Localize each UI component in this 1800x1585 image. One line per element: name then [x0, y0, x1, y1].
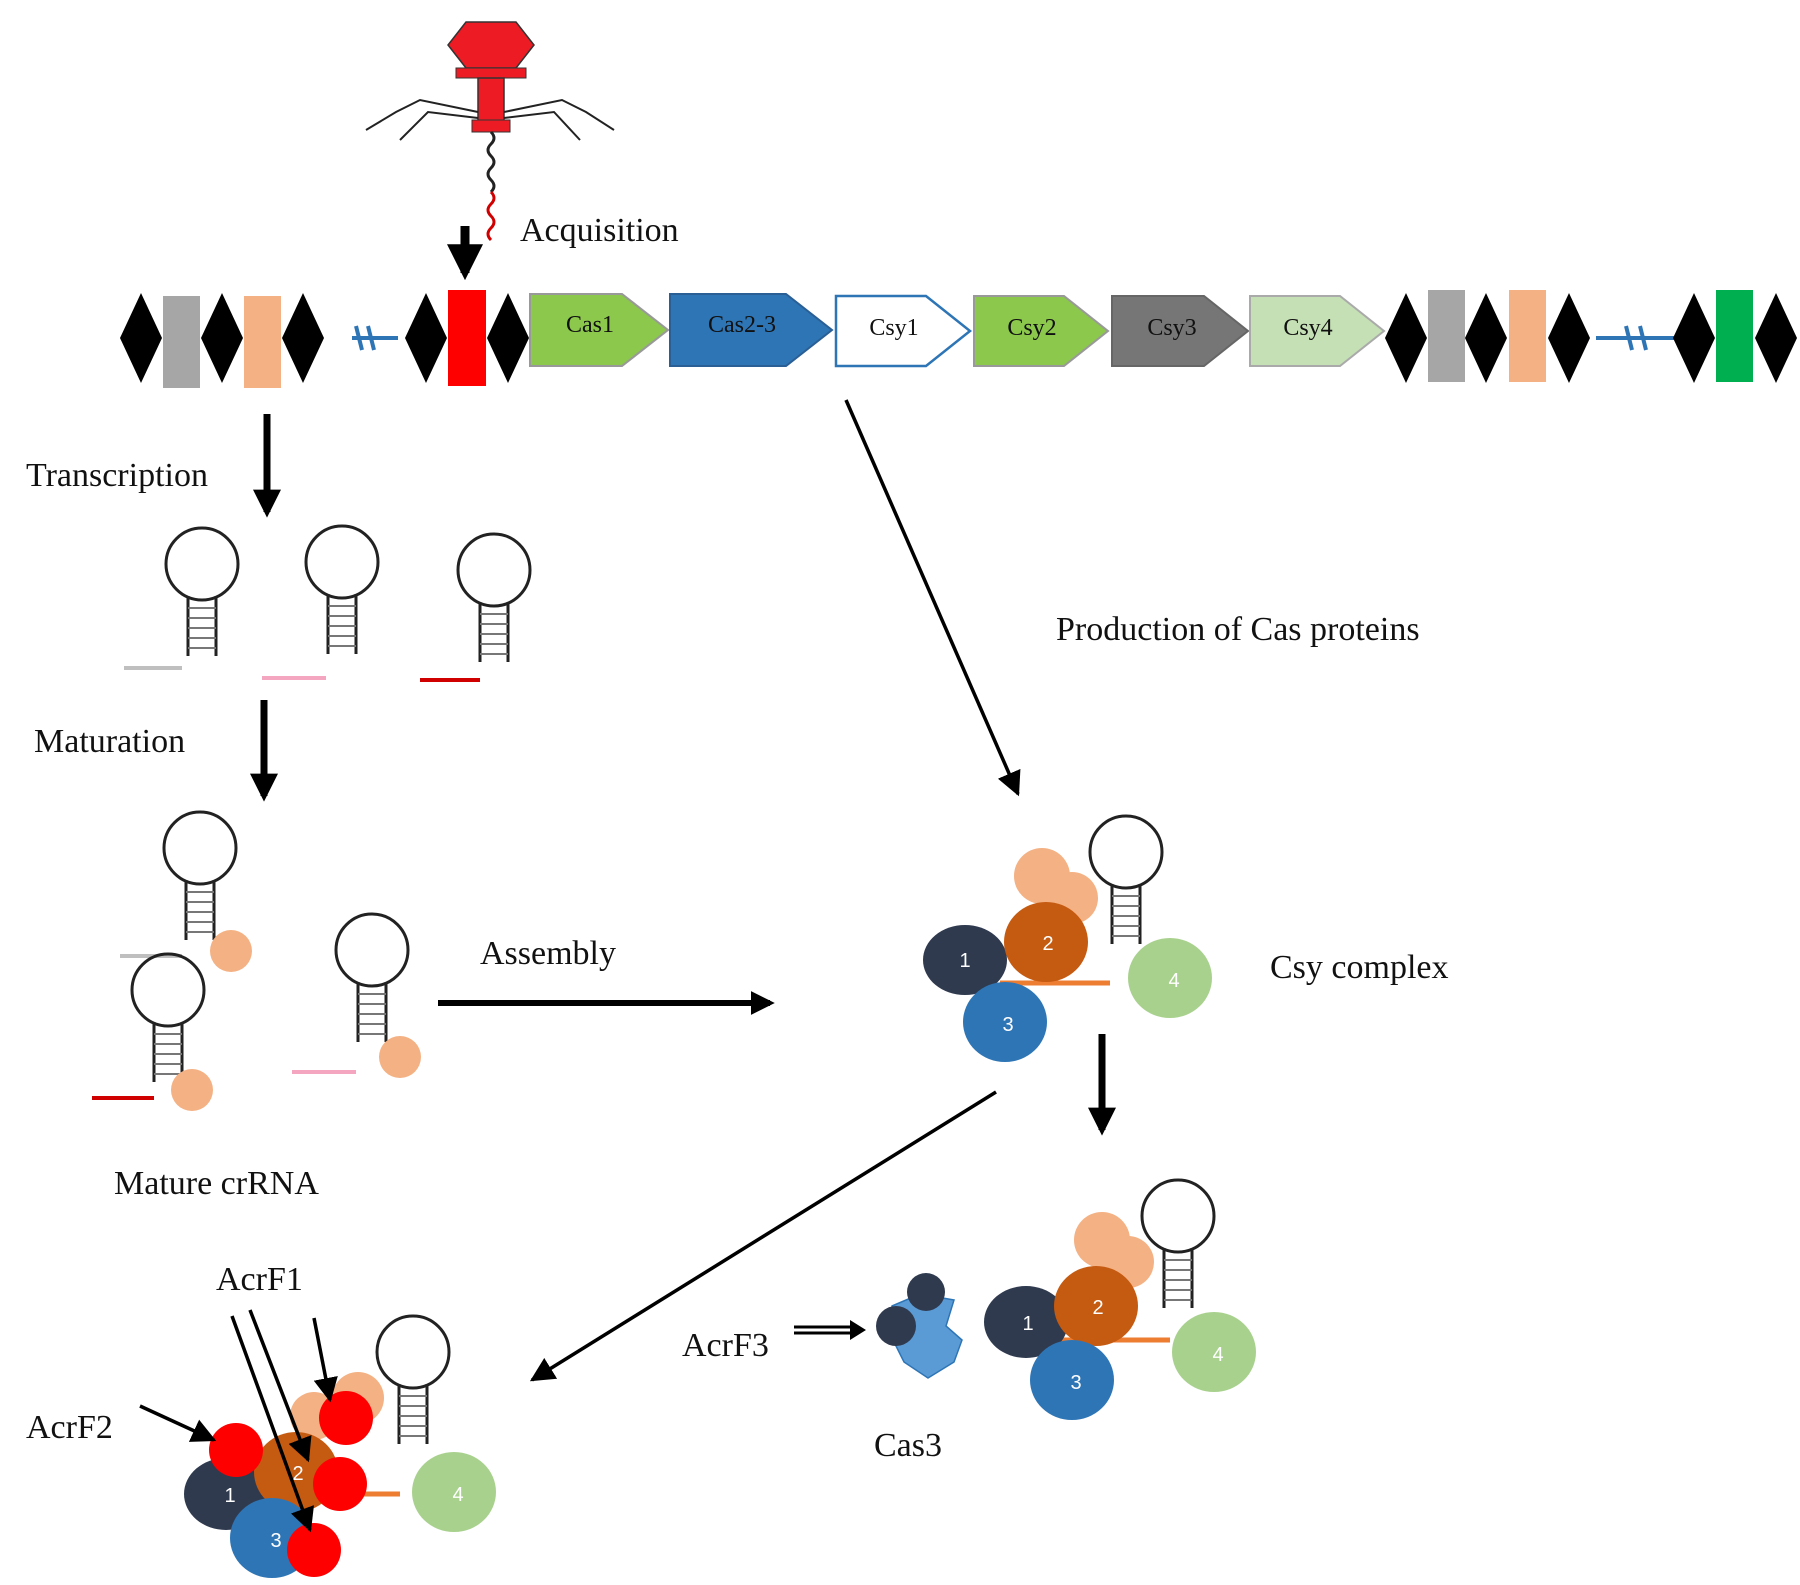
acquisition-label: Acquisition: [520, 212, 679, 249]
svg-text:2: 2: [292, 1463, 303, 1485]
gene-cas1: Cas1: [529, 293, 670, 367]
acrf1-protein: [319, 1391, 373, 1445]
repeat-diamond: [282, 293, 324, 383]
csy-complex-label: Csy complex: [1270, 949, 1448, 986]
repeat-diamond: [120, 293, 162, 383]
spacer-peach: [244, 296, 281, 388]
mature-crrna-red: [92, 952, 213, 1111]
assembly-label: Assembly: [480, 935, 616, 972]
csy-complex: 1 2 3 4: [923, 814, 1212, 1062]
repeat-diamond: [405, 293, 447, 383]
acrf2-protein: [209, 1423, 263, 1477]
svg-text:4: 4: [1212, 1344, 1223, 1366]
spacer-peach: [1509, 290, 1546, 382]
acrf1-label: AcrF1: [216, 1261, 303, 1298]
inhibited-csy-complex: 1 2 3 4: [184, 1314, 496, 1578]
acrf2-label: AcrF2: [26, 1409, 113, 1446]
svg-text:1: 1: [959, 950, 970, 972]
acrf2-arrow: [139, 1404, 217, 1442]
acrf1-arrow: [312, 1317, 338, 1403]
crispr-locus: Cas1 Cas2-3 Csy1 Csy2 Csy3 Csy4: [120, 290, 1797, 388]
mature-crrna-label: Mature crRNA: [114, 1165, 319, 1202]
svg-text:Csy3: Csy3: [1147, 315, 1196, 341]
transcription-label: Transcription: [26, 457, 208, 494]
phage-icon: [365, 21, 615, 242]
svg-text:Csy2: Csy2: [1007, 315, 1056, 341]
pre-crrna-red: [420, 532, 532, 682]
svg-text:Csy4: Csy4: [1283, 315, 1332, 341]
csy-complex-cas3: 1 2 3 4: [984, 1178, 1256, 1420]
repeat-diamond: [1548, 293, 1590, 383]
gene-csy2: Csy2: [973, 295, 1110, 367]
svg-text:Cas2-3: Cas2-3: [708, 312, 776, 338]
acrf1-arrow: [230, 1315, 314, 1533]
pre-crrna-pink: [262, 524, 380, 680]
repeat-diamond: [1755, 293, 1797, 383]
pre-crrna-grey: [124, 526, 240, 670]
svg-text:4: 4: [1168, 970, 1179, 992]
svg-text:1: 1: [1022, 1313, 1033, 1335]
cas3-icon: [876, 1273, 963, 1379]
svg-text:3: 3: [1070, 1372, 1081, 1394]
mature-crrna-pink: [292, 912, 421, 1078]
repeat-diamond: [1465, 293, 1507, 383]
acrf3-arrow: [794, 1320, 866, 1340]
maturation-label: Maturation: [34, 723, 185, 760]
acrf3-label: AcrF3: [682, 1327, 769, 1364]
acrf1-protein: [313, 1457, 367, 1511]
production-arrow: [844, 399, 1021, 797]
svg-text:3: 3: [270, 1530, 281, 1552]
svg-text:Cas1: Cas1: [566, 312, 614, 338]
spacer-grey: [1428, 290, 1465, 382]
acrf1-protein: [287, 1523, 341, 1577]
gene-cas2-3: Cas2-3: [669, 293, 834, 367]
svg-text:1: 1: [224, 1485, 235, 1507]
repeat-diamond: [1385, 293, 1427, 383]
acrf1-arrow: [248, 1309, 312, 1463]
svg-text:3: 3: [1002, 1014, 1013, 1036]
svg-text:2: 2: [1092, 1297, 1103, 1319]
mature-crrna-grey: [120, 810, 252, 972]
svg-text:4: 4: [452, 1484, 463, 1506]
cas3-label: Cas3: [874, 1427, 942, 1464]
repeat-diamond: [201, 293, 243, 383]
repeat-diamond: [487, 293, 529, 383]
inhibition-arrow: [529, 1090, 997, 1382]
gene-csy3: Csy3: [1111, 295, 1250, 367]
svg-text:Csy1: Csy1: [869, 315, 918, 341]
production-label: Production of Cas proteins: [1056, 611, 1420, 648]
gene-csy4: Csy4: [1249, 295, 1386, 367]
spacer-new: [448, 290, 486, 386]
gene-csy1: Csy1: [834, 294, 973, 368]
svg-text:2: 2: [1042, 933, 1053, 955]
repeat-diamond: [1673, 293, 1715, 383]
spacer-grey: [163, 296, 200, 388]
spacer-green: [1716, 290, 1753, 382]
